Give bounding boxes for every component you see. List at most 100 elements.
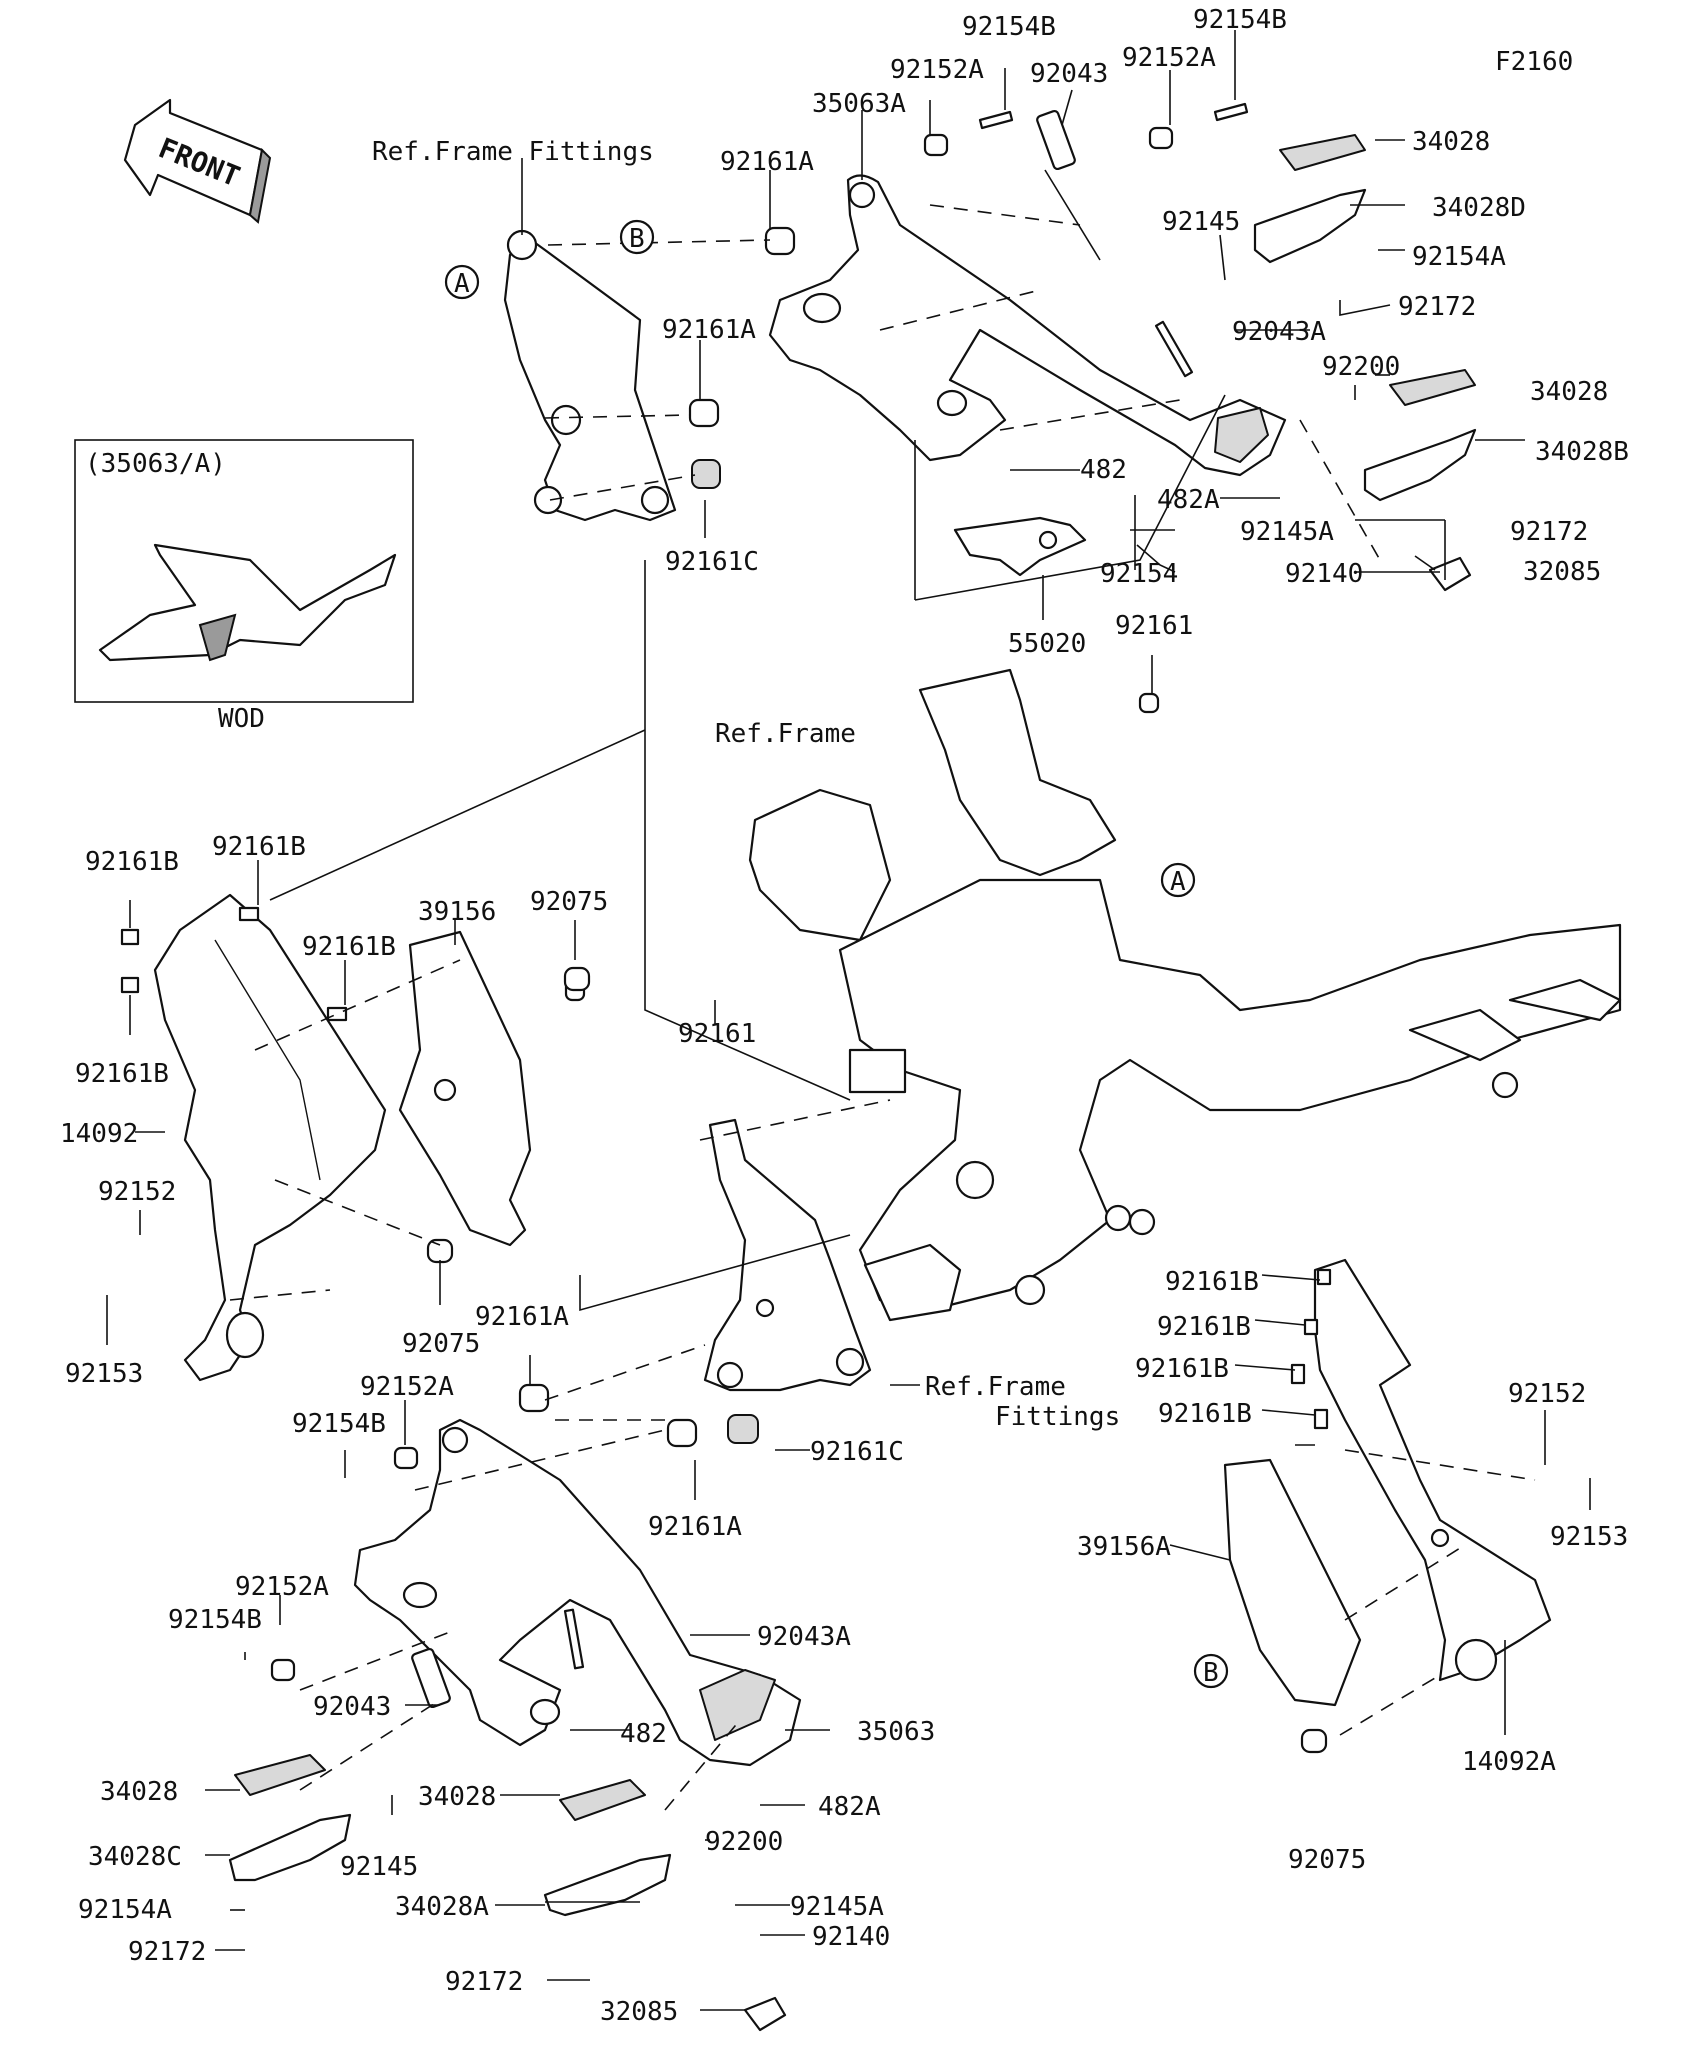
- left-heel-guard: [153, 893, 387, 1382]
- right-guard-39156A: [1223, 1458, 1362, 1707]
- part-label: 92043: [313, 1692, 391, 1722]
- part-label: 34028C: [88, 1842, 182, 1872]
- upper-footpegs: [1253, 134, 1477, 592]
- lower-bracket-assembly: [353, 1418, 802, 1767]
- part-label: 482A: [1157, 485, 1220, 515]
- part-label: 92161C: [665, 547, 759, 577]
- part-label: Fittings: [995, 1402, 1120, 1432]
- part-label: 92152A: [235, 1572, 329, 1602]
- part-label: 92075: [402, 1329, 480, 1359]
- part-label: 92161A: [662, 315, 756, 345]
- lower-bushings: [270, 692, 1328, 1754]
- part-label: 482A: [818, 1792, 881, 1822]
- marker-A-text-2: A: [1170, 867, 1186, 897]
- part-label: 92154B: [168, 1605, 262, 1635]
- part-label: 92145: [340, 1852, 418, 1882]
- part-label: 92152A: [360, 1372, 454, 1402]
- part-label: 92161B: [85, 847, 179, 877]
- part-label: 34028D: [1432, 193, 1526, 223]
- clips-92161B: [120, 906, 1332, 1430]
- left-guard-39156: [398, 930, 532, 1247]
- part-label: 92145A: [790, 1892, 884, 1922]
- part-label: 39156A: [1077, 1532, 1171, 1562]
- part-label: 92145: [1162, 207, 1240, 237]
- part-label: 92200: [1322, 352, 1400, 382]
- front-arrow-badge: FRONT: [123, 98, 272, 224]
- marker-A-text: A: [454, 269, 470, 299]
- inset-caption: WOD: [218, 704, 265, 734]
- part-label: 92043A: [1232, 317, 1326, 347]
- part-label: 92172: [1510, 517, 1588, 547]
- part-label: Ref.Frame: [715, 719, 856, 749]
- part-label: 482: [620, 1719, 667, 1749]
- part-label: 92161: [1115, 611, 1193, 641]
- part-label: 92154B: [1193, 5, 1287, 35]
- part-label: 92154B: [962, 12, 1056, 42]
- part-label: 92172: [445, 1967, 523, 1997]
- marker-B-upper: B: [619, 219, 655, 255]
- upper-frame-fitting-plate: [503, 229, 677, 522]
- part-label: 92140: [1285, 559, 1363, 589]
- part-label: 35063A: [812, 89, 906, 119]
- marker-A-frame: A: [1160, 862, 1196, 898]
- part-label: 92161B: [1157, 1312, 1251, 1342]
- right-heel-guard: [1313, 1258, 1552, 1682]
- part-label: 92161A: [475, 1302, 569, 1332]
- dashed-guides: [229, 204, 1536, 1811]
- part-label: 34028B: [1535, 437, 1629, 467]
- part-label: 92161: [678, 1019, 756, 1049]
- part-label: 14092: [60, 1119, 138, 1149]
- part-label: 92172: [128, 1937, 206, 1967]
- part-label: 92161C: [810, 1437, 904, 1467]
- part-label: 32085: [1523, 557, 1601, 587]
- marker-B-lower: B: [1193, 1653, 1229, 1689]
- part-label: 14092A: [1462, 1747, 1556, 1777]
- part-label: 34028: [1530, 377, 1608, 407]
- part-label: 92043: [1030, 59, 1108, 89]
- part-label: Ref.Frame: [925, 1372, 1066, 1402]
- part-label: 92152: [98, 1177, 176, 1207]
- part-label: 92161B: [1165, 1267, 1259, 1297]
- part-label: 35063: [857, 1717, 935, 1747]
- part-label: 92153: [1550, 1522, 1628, 1552]
- part-label: 34028: [100, 1777, 178, 1807]
- part-label: 92152A: [890, 55, 984, 85]
- part-label: 92154A: [1412, 242, 1506, 272]
- part-label: 92161A: [720, 147, 814, 177]
- part-label: 92152A: [1122, 43, 1216, 73]
- part-label: 92161B: [212, 832, 306, 862]
- part-label: 92154: [1100, 559, 1178, 589]
- upper-bracket-assembly: [768, 174, 1287, 577]
- part-label: 92154A: [78, 1895, 172, 1925]
- marker-B-text-2: B: [1203, 1658, 1219, 1688]
- part-label: 482: [1080, 455, 1127, 485]
- part-label: 92161B: [1135, 1354, 1229, 1384]
- inset-box: (35063/A) WOD: [74, 439, 414, 734]
- part-label: 34028A: [395, 1892, 489, 1922]
- part-label: 39156: [418, 897, 496, 927]
- part-label: 92152: [1508, 1379, 1586, 1409]
- part-label: 55020: [1008, 629, 1086, 659]
- lower-footpegs: [228, 1754, 787, 2032]
- part-label: 92161A: [648, 1512, 742, 1542]
- leader-lines: [106, 30, 1591, 2011]
- part-labels: 92154B 92154B 92152A 92043 92152A 35063A…: [60, 5, 1629, 2027]
- part-label: 34028: [1412, 127, 1490, 157]
- part-label: 92153: [65, 1359, 143, 1389]
- part-label: 32085: [600, 1997, 678, 2027]
- part-label: 92075: [1288, 1845, 1366, 1875]
- part-label: 92161B: [1158, 1399, 1252, 1429]
- diagram-code: F2160: [1495, 47, 1573, 77]
- main-frame: [748, 668, 1622, 1322]
- upper-bushings: [688, 102, 1249, 489]
- part-label: Ref.Frame Fittings: [372, 137, 654, 167]
- part-label: 92043A: [757, 1622, 851, 1652]
- lower-frame-fitting-plate: [703, 1118, 872, 1392]
- marker-B-text: B: [629, 224, 645, 254]
- part-label: 92154B: [292, 1409, 386, 1439]
- part-label: 92161B: [302, 932, 396, 962]
- part-label: 92200: [705, 1827, 783, 1857]
- part-label: 92075: [530, 887, 608, 917]
- marker-A-upper: A: [444, 264, 480, 300]
